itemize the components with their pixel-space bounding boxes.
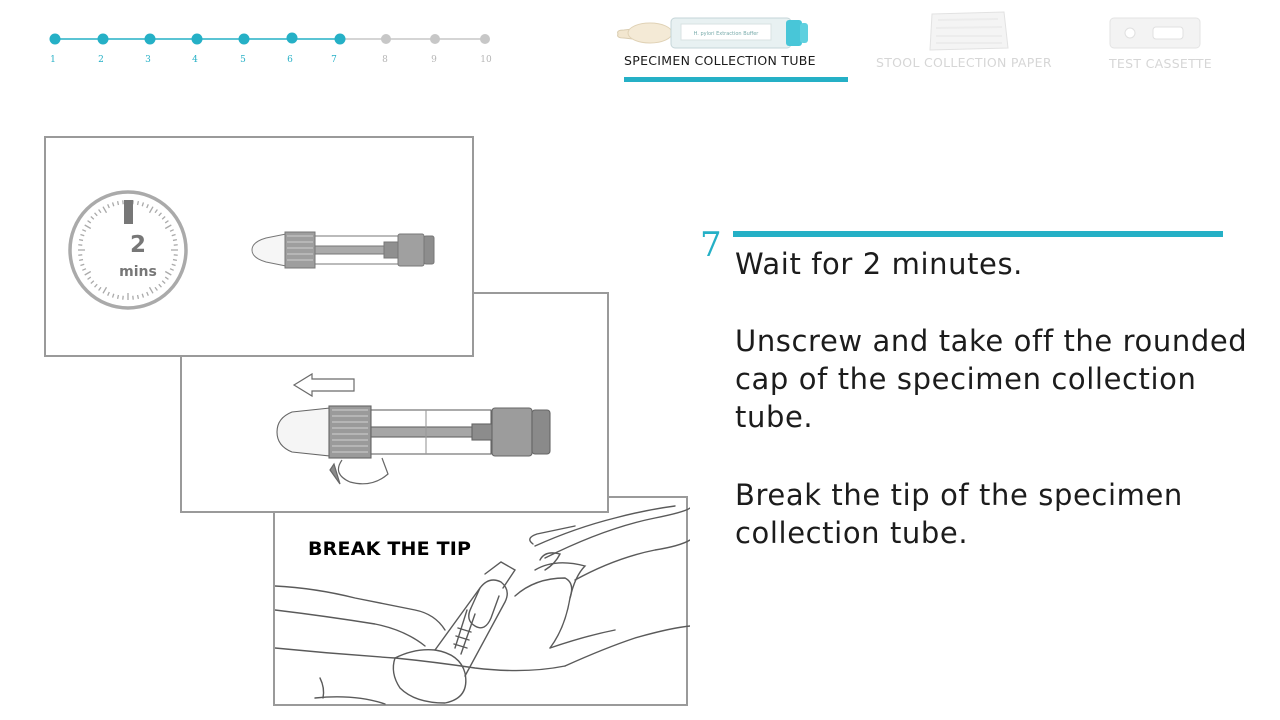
illustration-break-tip: BREAK THE TIP (273, 496, 690, 706)
instruction-step-number: 7 (700, 225, 722, 265)
step-dot-6 (286, 32, 298, 44)
step-number-2[interactable]: 2 (98, 55, 104, 65)
step-dot-4 (191, 33, 203, 45)
step-dot-9 (430, 34, 440, 44)
tube-with-cap-drawing (251, 231, 435, 269)
step-number-3[interactable]: 3 (145, 55, 151, 65)
instruction-block: 7 Wait for 2 minutes. Unscrew and take o… (700, 225, 1260, 585)
tab-specimen-collection-tube[interactable]: H. pylori Extraction Buffer SPECIMEN COL… (610, 0, 860, 90)
instruction-paragraph-wait: Wait for 2 minutes. (735, 247, 1024, 281)
hand-breaking-tip-drawing (275, 505, 690, 705)
rotation-arrow-icon (329, 457, 389, 485)
step-dot-2 (97, 33, 109, 45)
tab-label-stool: STOOL COLLECTION PAPER (876, 55, 1052, 70)
timer-icon (68, 190, 188, 310)
timer-value: 2 (129, 232, 146, 258)
unscrew-cap-drawing (276, 372, 551, 485)
timer-and-tube-drawing (68, 190, 435, 310)
step-dot-8 (381, 34, 391, 44)
step-progress: 1 2 3 4 5 6 7 8 9 10 (0, 0, 520, 80)
instruction-accent-rule (733, 231, 1223, 237)
component-tabs: H. pylori Extraction Buffer SPECIMEN COL… (610, 0, 1250, 90)
step-number-8[interactable]: 8 (382, 55, 388, 65)
step-number-10[interactable]: 10 (480, 55, 492, 65)
step-number-4[interactable]: 4 (192, 55, 198, 65)
step-progress-track (49, 32, 490, 45)
specimen-tube-icon: H. pylori Extraction Buffer (617, 17, 808, 49)
tab-label-specimen: SPECIMEN COLLECTION TUBE (624, 53, 816, 68)
tab-test-cassette[interactable]: TEST CASSETTE (1100, 0, 1240, 90)
step-dot-5 (238, 33, 250, 45)
step-number-7[interactable]: 7 (331, 55, 337, 65)
step-number-5[interactable]: 5 (240, 55, 246, 65)
illustration-wait-timer: 2 mins (44, 136, 474, 357)
stool-paper-icon (929, 11, 1009, 51)
test-cassette-icon (1109, 17, 1201, 49)
step-number-1[interactable]: 1 (50, 55, 56, 65)
tab-label-cassette: TEST CASSETTE (1109, 56, 1212, 71)
instruction-paragraph-break: Break the tip of the specimen collection… (735, 478, 1183, 550)
timer-unit: mins (119, 264, 157, 280)
step-number-6[interactable]: 6 (287, 55, 293, 65)
step-dot-3 (144, 33, 156, 45)
instruction-paragraph-unscrew: Unscrew and take off the rounded cap of … (735, 324, 1248, 434)
specimen-tube-drawing (276, 405, 551, 459)
break-the-tip-label: BREAK THE TIP (308, 538, 472, 560)
step-dot-10 (480, 34, 490, 44)
step-dot-7 (334, 33, 346, 45)
step-number-9[interactable]: 9 (431, 55, 437, 65)
active-tab-indicator (624, 77, 848, 82)
step-dot-1 (49, 33, 61, 45)
tab-stool-collection-paper[interactable]: STOOL COLLECTION PAPER (870, 0, 1090, 90)
arrow-left-icon (292, 372, 355, 398)
tube-label-text: H. pylori Extraction Buffer (694, 31, 760, 37)
